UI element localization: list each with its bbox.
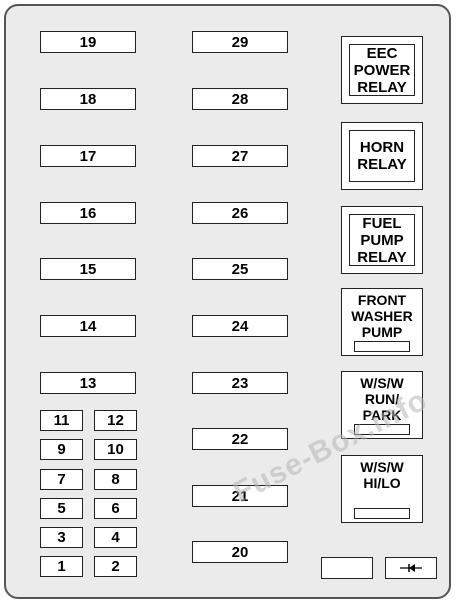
fuse-19[interactable]: 19 — [40, 31, 136, 53]
fuse-12[interactable]: 12 — [94, 410, 137, 431]
fuse-22[interactable]: 22 — [192, 428, 288, 450]
wsw-hi-lo-slot — [354, 508, 410, 519]
fuse-26[interactable]: 26 — [192, 202, 288, 224]
fuse-21[interactable]: 21 — [192, 485, 288, 507]
wsw-run-park-slot — [354, 424, 410, 435]
fuse-24[interactable]: 24 — [192, 315, 288, 337]
fuse-2[interactable]: 2 — [94, 556, 137, 577]
fuse-15[interactable]: 15 — [40, 258, 136, 280]
fuse-4[interactable]: 4 — [94, 527, 137, 548]
fuse-3[interactable]: 3 — [40, 527, 83, 548]
fuse-25[interactable]: 25 — [192, 258, 288, 280]
fuse-20[interactable]: 20 — [192, 541, 288, 563]
fuse-7[interactable]: 7 — [40, 469, 83, 490]
fuse-13[interactable]: 13 — [40, 372, 136, 394]
fuel-pump-relay-label: FUEL PUMP RELAY — [349, 214, 415, 266]
fuse-1[interactable]: 1 — [40, 556, 83, 577]
fuse-6[interactable]: 6 — [94, 498, 137, 519]
front-washer-pump-relay[interactable]: FRONT WASHER PUMP — [341, 288, 423, 356]
front-washer-pump-slot — [354, 341, 410, 352]
diode-icon — [400, 564, 422, 572]
fuse-14[interactable]: 14 — [40, 315, 136, 337]
fuse-18[interactable]: 18 — [40, 88, 136, 110]
fuse-29[interactable]: 29 — [192, 31, 288, 53]
fuse-9[interactable]: 9 — [40, 439, 83, 460]
fuel-pump-relay[interactable]: FUEL PUMP RELAY — [341, 206, 423, 274]
eec-power-relay[interactable]: EEC POWER RELAY — [341, 36, 423, 104]
horn-relay-label: HORN RELAY — [349, 130, 415, 182]
wsw-hi-lo-relay[interactable]: W/S/W HI/LO — [341, 455, 423, 523]
fuse-27[interactable]: 27 — [192, 145, 288, 167]
fuse-23[interactable]: 23 — [192, 372, 288, 394]
fuse-5[interactable]: 5 — [40, 498, 83, 519]
fuse-16[interactable]: 16 — [40, 202, 136, 224]
wsw-run-park-relay[interactable]: W/S/W RUN/ PARK — [341, 371, 423, 439]
front-washer-pump-label: FRONT WASHER PUMP — [351, 292, 413, 340]
eec-power-relay-label: EEC POWER RELAY — [349, 44, 415, 96]
fuse-11[interactable]: 11 — [40, 410, 83, 431]
diode-socket[interactable] — [385, 557, 437, 579]
wsw-run-park-label: W/S/W RUN/ PARK — [360, 375, 404, 423]
horn-relay[interactable]: HORN RELAY — [341, 122, 423, 190]
fuse-8[interactable]: 8 — [94, 469, 137, 490]
wsw-hi-lo-label: W/S/W HI/LO — [360, 459, 404, 491]
fuse-17[interactable]: 17 — [40, 145, 136, 167]
fuse-10[interactable]: 10 — [94, 439, 137, 460]
spare-socket[interactable] — [321, 557, 373, 579]
fuse-28[interactable]: 28 — [192, 88, 288, 110]
